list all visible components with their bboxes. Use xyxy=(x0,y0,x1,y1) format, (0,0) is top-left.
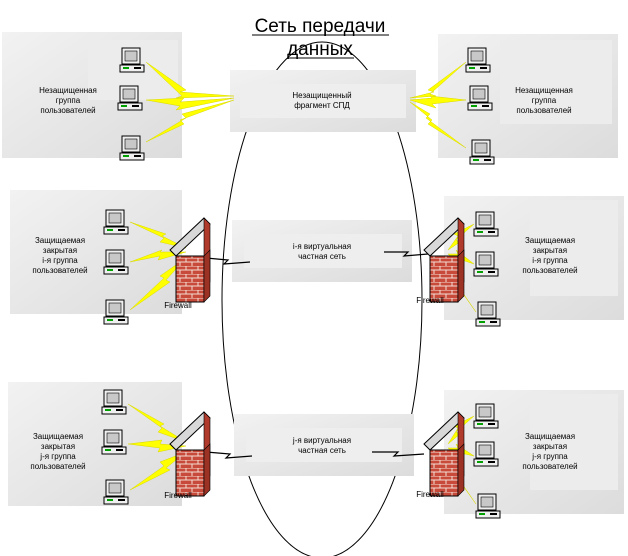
center-unprotected-fragment: Незащищенный фрагмент СПД xyxy=(230,70,416,132)
vpn-i-link-left xyxy=(205,257,251,265)
center-vpn-j-label-2: частная сеть xyxy=(298,446,346,455)
computer-icon xyxy=(475,493,501,519)
firewall-icon xyxy=(423,217,465,303)
computer-icon xyxy=(117,85,143,111)
computer-icon xyxy=(119,135,145,161)
firewall-label: Firewall xyxy=(416,296,444,305)
computer-icon xyxy=(473,251,499,277)
center-vpn-j: j-я виртуальная частная сеть xyxy=(234,414,414,476)
computer-icon xyxy=(101,429,127,455)
left-protected-j-label-2: закрытая xyxy=(41,442,75,451)
center-vpn-i: i-я виртуальная частная сеть xyxy=(232,220,412,282)
computer-icon xyxy=(103,249,129,275)
network-ellipse xyxy=(221,41,423,556)
right-protected-j-label-3: j-я группа xyxy=(531,452,568,461)
computer-icon xyxy=(469,139,495,165)
right-protected-j-label-2: закрытая xyxy=(533,442,567,451)
computer-icon xyxy=(119,47,145,73)
right-protected-i-label-2: закрытая xyxy=(533,246,567,255)
right-protected-i-label-3: i-я группа xyxy=(532,256,568,265)
center-vpn-i-label-2: частная сеть xyxy=(298,252,346,261)
vpn-j-link-right xyxy=(372,451,425,457)
computer-icon xyxy=(467,85,493,111)
computer-icon xyxy=(465,47,491,73)
right-protected-i-group: Защищаемая закрытая i-я группа пользоват… xyxy=(444,196,624,327)
center-unprotected-label-2: фрагмент СПД xyxy=(294,101,350,110)
computer-icon xyxy=(101,389,127,415)
center-unprotected-label-1: Незащищенный xyxy=(292,91,351,100)
computer-icon xyxy=(473,403,499,429)
left-protected-i-label-4: пользователей xyxy=(32,266,87,275)
computer-icon xyxy=(103,209,129,235)
computer-icon xyxy=(473,441,499,467)
firewall-label: Firewall xyxy=(164,491,192,500)
left-protected-i-label-1: Защищаемая xyxy=(35,236,85,245)
right-protected-j-label-4: пользователей xyxy=(522,462,577,471)
left-protected-j-label-1: Защищаемая xyxy=(33,432,83,441)
right-protected-i-label-1: Защищаемая xyxy=(525,236,575,245)
left-protected-j-label-3: j-я группа xyxy=(39,452,76,461)
left-unprotected-label-2: группа xyxy=(56,96,81,105)
center-vpn-i-label-1: i-я виртуальная xyxy=(293,242,351,251)
vpn-i-link-right xyxy=(384,251,429,257)
firewall-label: Firewall xyxy=(164,301,192,310)
left-protected-j-label-4: пользователей xyxy=(30,462,85,471)
left-unprotected-label-1: Незащищенная xyxy=(39,86,97,95)
firewall-label: Firewall xyxy=(416,490,444,499)
title-line-1: Сеть передачи xyxy=(255,16,386,37)
left-protected-i-label-3: i-я группа xyxy=(42,256,78,265)
right-unprotected-group: Незащищенная группа пользователей xyxy=(438,34,618,165)
computer-icon xyxy=(103,479,129,505)
vpn-j-link-left xyxy=(205,451,253,459)
computer-icon xyxy=(103,299,129,325)
left-unprotected-label-3: пользователей xyxy=(40,106,95,115)
right-unprotected-label-3: пользователей xyxy=(516,106,571,115)
right-protected-j-group: Защищаемая закрытая j-я группа пользоват… xyxy=(444,390,624,519)
firewall-icon xyxy=(423,411,465,497)
right-protected-j-label-1: Защищаемая xyxy=(525,432,575,441)
left-unprotected-group: Незащищенная группа пользователей xyxy=(2,32,182,161)
center-vpn-j-label-1: j-я виртуальная xyxy=(292,436,351,445)
right-unprotected-label-1: Незащищенная xyxy=(515,86,573,95)
computer-icon xyxy=(475,301,501,327)
right-unprotected-label-2: группа xyxy=(532,96,557,105)
computer-icon xyxy=(473,211,499,237)
title-line-2: данных xyxy=(287,39,353,60)
lightning-links-middle xyxy=(129,221,477,313)
left-protected-i-label-2: закрытая xyxy=(43,246,77,255)
lightning-links-top xyxy=(145,61,467,149)
right-protected-i-label-4: пользователей xyxy=(522,266,577,275)
